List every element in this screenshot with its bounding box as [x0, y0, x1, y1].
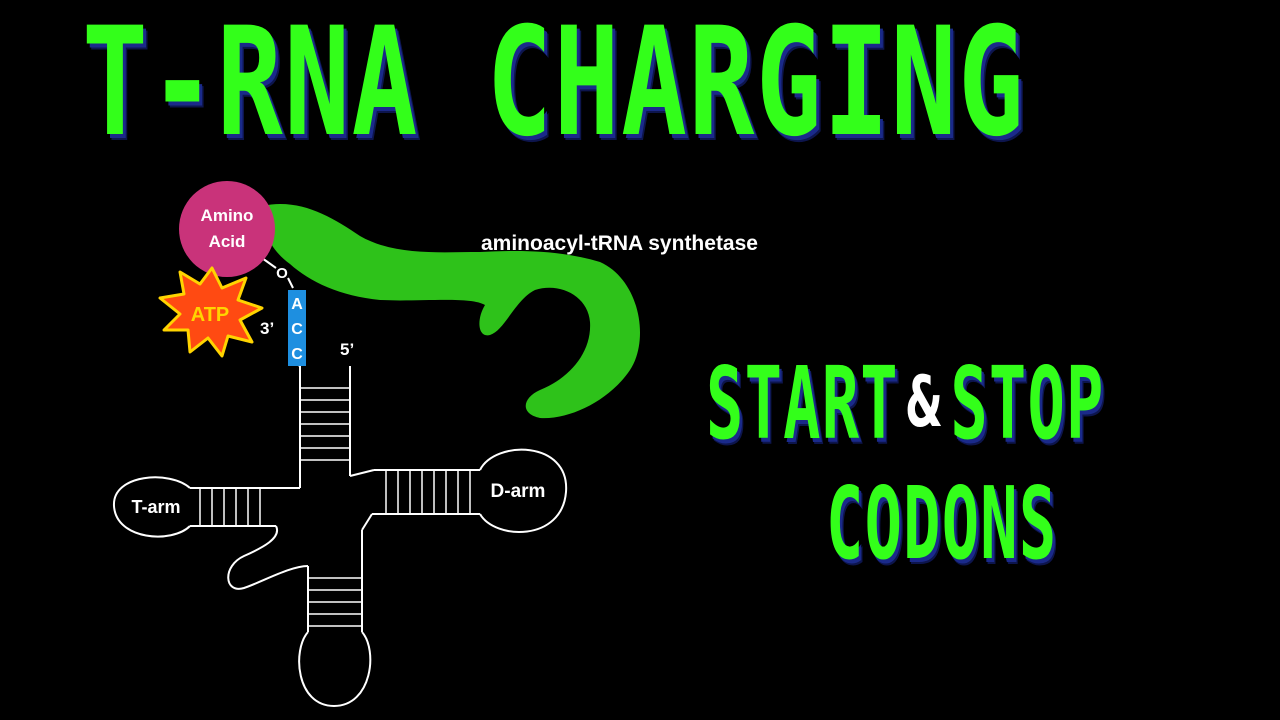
five-prime-label: 5’ [340, 340, 354, 359]
bond-oxygen-adenine [287, 277, 294, 289]
bond-amino-oxygen [261, 257, 277, 269]
acceptor-end-bar [288, 290, 306, 366]
t-arm-label: T-arm [131, 497, 180, 517]
atp-label: ATP [191, 304, 230, 326]
trna-outline [112, 363, 568, 708]
synthetase-label: aminoacyl-tRNA synthetase [481, 232, 758, 255]
atp-starburst [158, 266, 264, 358]
amino-acid-circle [179, 181, 275, 277]
d-arm-label: D-arm [491, 481, 546, 502]
acceptor-base-1: A [291, 296, 303, 313]
amino-acid-label-line2: Acid [209, 232, 246, 251]
page-title: T-RNA CHARGING [82, 0, 1026, 170]
start-stop-heading: START&STOP [706, 352, 1105, 454]
oxygen-label: O [276, 265, 288, 282]
codons-heading: CODONS [826, 465, 1058, 582]
acceptor-base-2: C [291, 321, 303, 338]
amino-acid-label-line1: Amino [201, 206, 254, 225]
acceptor-base-3: C [291, 346, 303, 363]
stop-word: STOP [950, 345, 1105, 462]
three-prime-label: 3’ [260, 319, 274, 338]
start-word: START [706, 345, 899, 462]
synthetase-enzyme-shape [262, 204, 640, 419]
ampersand: & [905, 361, 945, 443]
base-pair-rungs [199, 387, 471, 627]
